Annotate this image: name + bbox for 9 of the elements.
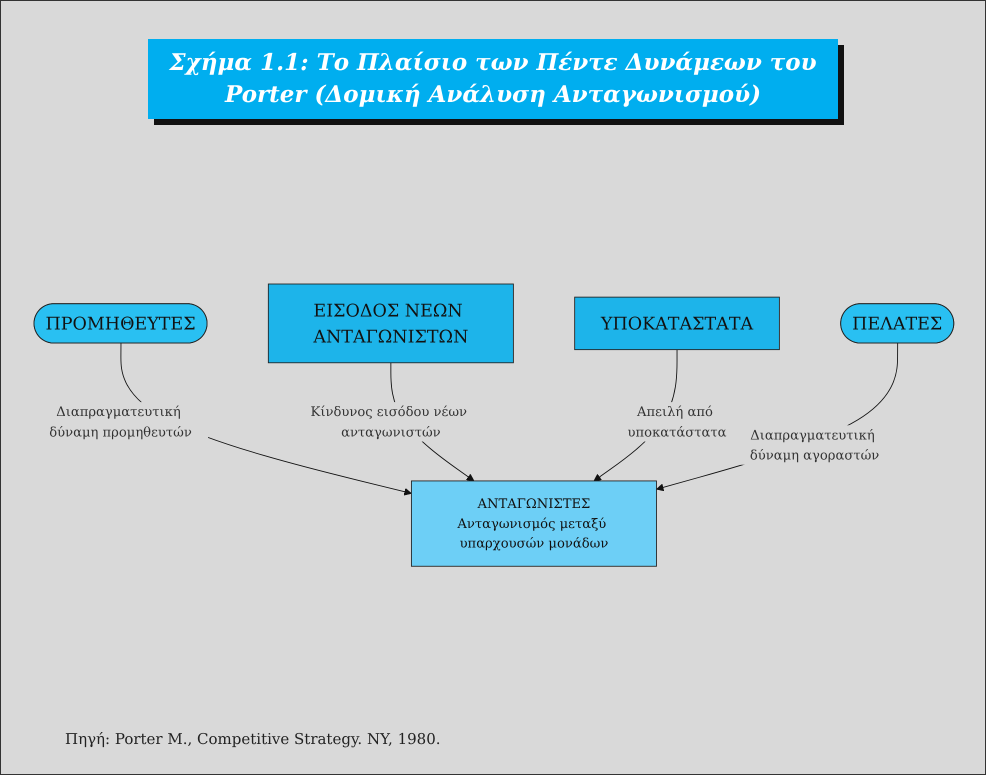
edge-label: Κίνδυνος εισόδου νέων ανταγωνιστών (310, 403, 467, 439)
title-banner: Σχήμα 1.1: Το Πλαίσιο των Πέντε Δυνάμεων του Porter (Δομική Ανάλυση Ανταγωνισμού) (148, 39, 838, 120)
edge-label: Απειλή από υποκατάστατα (627, 403, 726, 439)
edge-label: Διαπραγματευτική δύναμη προμηθευτών (48, 403, 192, 439)
node-box: ΥΠΟΚΑΤΑΣΤΑΤΑ (574, 296, 780, 350)
source-caption: Πηγή: Porter M., Competitive Strategy. NY, 1980. (65, 730, 441, 748)
node-box: ΕΙΣΟΔΟΣ ΝΕΩΝ ΑΝΤΑΓΩΝΙΣΤΩΝ (267, 283, 514, 363)
node-box: ΑΝΤΑΓΩΝΙΣΤΕΣ Ανταγωνισμός μεταξύ υπαρχουσών μονάδων (410, 480, 657, 566)
edge-label: Διαπραγματευτική δύναμη αγοραστών (749, 426, 879, 462)
